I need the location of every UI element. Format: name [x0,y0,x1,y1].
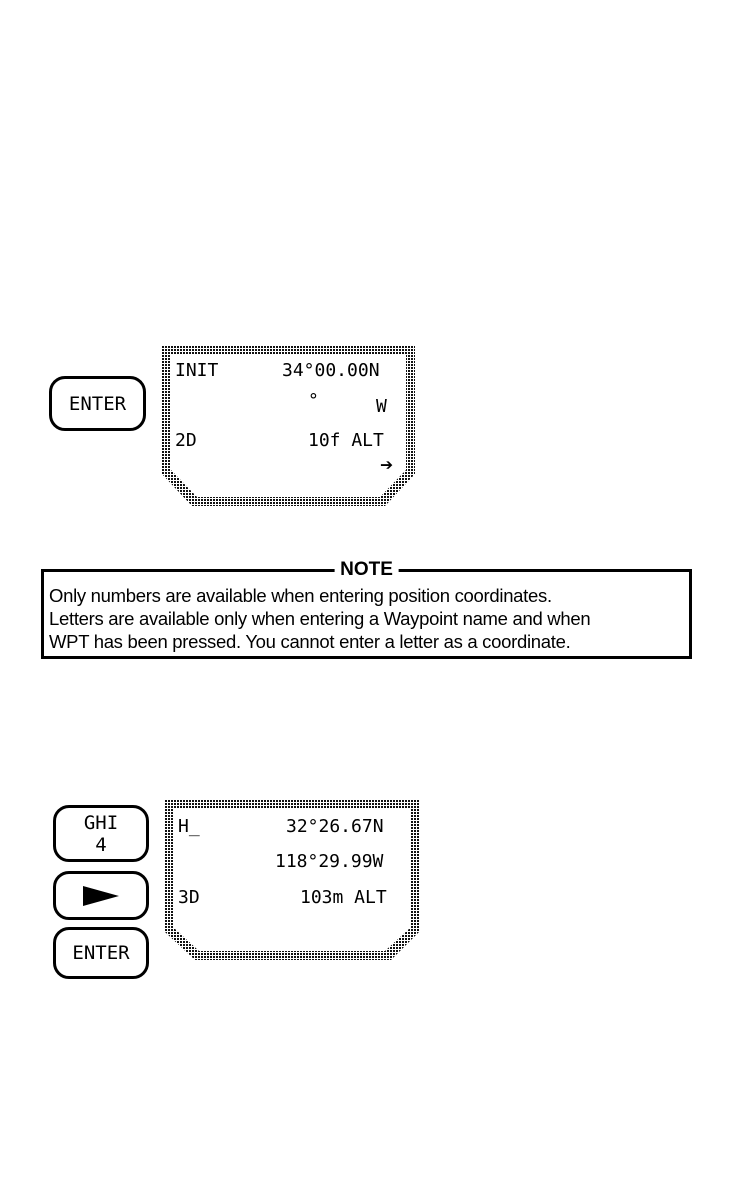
right-triangle-icon [81,885,121,907]
display1-row2-right: W [376,397,387,417]
gps-display-2: H_ 32°26.67N 118°29.99W 3D 103m ALT [165,800,419,960]
display1-row3-left: 2D [175,431,197,451]
display2-row1-left: H_ [178,817,200,837]
display1-row1-left: INIT [175,361,218,381]
note-text: Only numbers are available when entering… [49,584,590,653]
arrow-icon: ➔ [380,456,393,476]
enter-key-2-label: ENTER [72,942,129,964]
display2-row3-left: 3D [178,888,200,908]
display2-row3-right: 103m ALT [300,888,387,908]
display1-row2-degree: ° [308,391,319,411]
note-line: WPT has been pressed. You cannot enter a… [49,630,590,653]
display1-row3-right: 10f ALT [308,431,384,451]
note-box: NOTE Only numbers are available when ent… [41,569,692,659]
display1-row1-right: 34°00.00N [282,361,380,381]
note-line: Letters are available only when entering… [49,607,590,630]
note-title: NOTE [334,560,399,580]
enter-key-2[interactable]: ENTER [53,927,149,979]
gps-display-1: INIT 34°00.00N ° W 2D 10f ALT ➔ [162,346,415,506]
display2-row2-right: 118°29.99W [275,852,383,872]
enter-key-label: ENTER [69,393,126,415]
ghi-key-top-label: GHI [84,812,118,834]
enter-key[interactable]: ENTER [49,376,146,431]
display2-row1-right: 32°26.67N [286,817,384,837]
ghi-4-key[interactable]: GHI 4 [53,805,149,862]
note-line: Only numbers are available when entering… [49,584,590,607]
ghi-key-bottom-label: 4 [95,834,106,856]
right-arrow-key[interactable] [53,871,149,920]
